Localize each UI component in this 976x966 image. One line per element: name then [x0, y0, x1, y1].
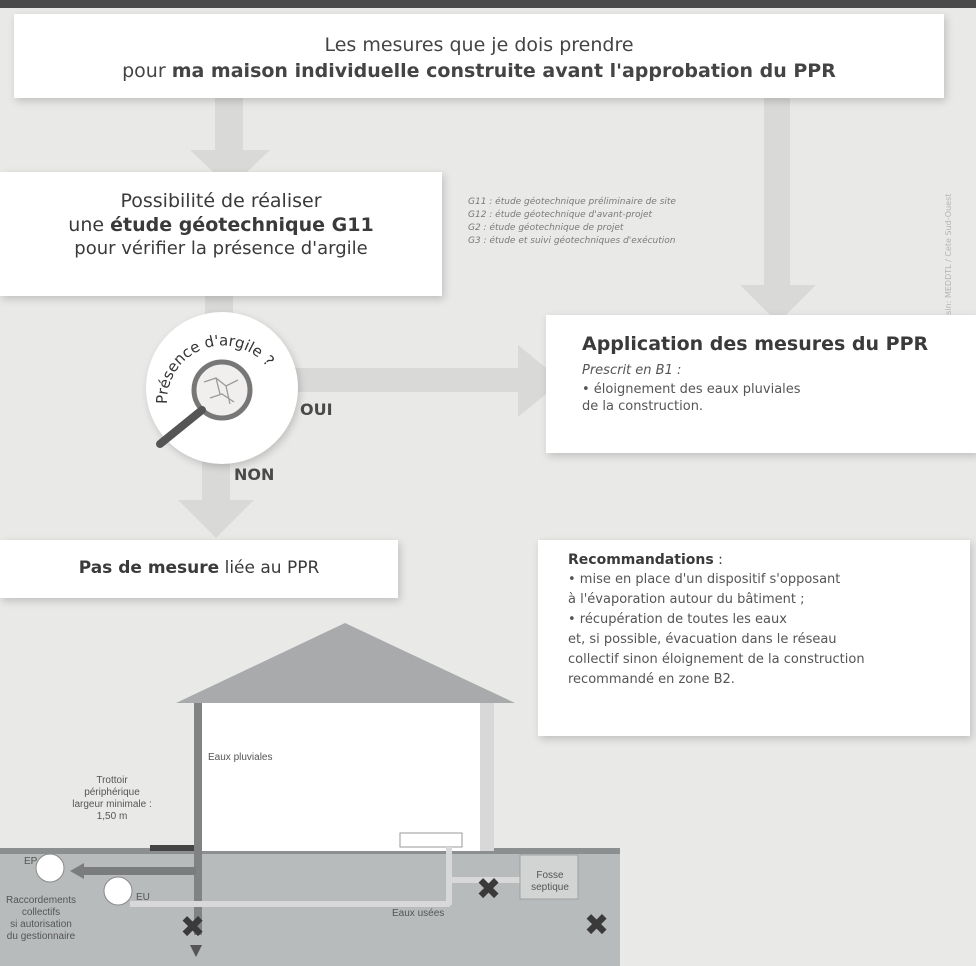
- g-legend-line: G2 : étude géotechnique de projet: [468, 223, 624, 233]
- top-box-line2-bold: ma maison individuelle construite avant …: [171, 60, 836, 82]
- application-bullet-cont: de la construction.: [582, 399, 704, 414]
- arrow-head-oui: [518, 345, 562, 417]
- etude-line2-prefix: une: [68, 214, 111, 236]
- etude-box: Possibilité de réaliser une étude géotec…: [0, 172, 442, 296]
- application-title: Application des mesures du PPR: [582, 333, 929, 355]
- house-wall-right: [480, 703, 494, 851]
- reco-line: recommandé en zone B2.: [568, 672, 735, 687]
- etude-line1: Possibilité de réaliser: [120, 190, 322, 212]
- reco-line: et, si possible, évacuation dans le rése…: [568, 632, 837, 647]
- reco-line: à l'évaporation autour du bâtiment ;: [568, 592, 805, 607]
- raccordements-line: collectifs: [21, 907, 61, 918]
- g-legend-line: G3 : étude et suivi géotechniques d'exéc…: [468, 236, 676, 246]
- downpipe: [194, 703, 202, 935]
- fosse-label: Fosse septique: [522, 870, 578, 894]
- arrow-head-top-to-etude: [190, 150, 270, 188]
- etude-line2: une étude géotechnique G11: [0, 214, 442, 236]
- reco-line: collectif sinon éloignement de la constr…: [568, 652, 865, 667]
- top-box-line2: pour ma maison individuelle construite a…: [14, 60, 944, 82]
- top-box-line2-prefix: pour: [122, 60, 172, 82]
- eu-label: EU: [136, 892, 150, 903]
- cross-icon: ✖: [476, 872, 501, 907]
- reco-title-line: Recommandations :: [568, 552, 970, 568]
- raccordements-line: Raccordements: [5, 895, 77, 906]
- trottoir-line: Trottoir: [96, 775, 128, 786]
- house-wall: [200, 703, 494, 851]
- eaux-pluviales-label: Eaux pluviales: [208, 752, 273, 763]
- reco-line: • mise en place d'un dispositif s'opposa…: [568, 572, 841, 587]
- g-legend-line: G12 : étude géotechnique d'avant-projet: [468, 210, 653, 220]
- raccordements-label: Raccordements collectifs si autorisation…: [0, 895, 82, 943]
- reco-title-suffix: :: [713, 552, 723, 568]
- sidewalk: [150, 845, 205, 851]
- trottoir-label: Trottoir périphérique largeur minimale :…: [64, 775, 160, 823]
- arrow-head-non: [178, 500, 254, 538]
- bathtub: [399, 832, 463, 848]
- arrow-question-to-application: [290, 368, 530, 392]
- to-fosse-pipe: [450, 877, 522, 883]
- g-legend: G11 : étude géotechnique préliminaire de…: [468, 196, 676, 248]
- reco-line: • récupération de toutes les eaux: [568, 612, 787, 627]
- ep-pipe: [84, 867, 196, 875]
- recommandations-box: Recommandations : • mise en place d'un d…: [538, 540, 970, 736]
- fosse-line: Fosse: [536, 870, 564, 881]
- eaux-usees-pipe: [130, 901, 450, 907]
- pas-de-mesure-rest: liée au PPR: [219, 558, 320, 578]
- cross-icon: ✖: [180, 910, 205, 945]
- top-box: Les mesures que je dois prendre pour ma …: [14, 14, 944, 98]
- top-box-line1: Les mesures que je dois prendre: [324, 34, 634, 56]
- pas-de-mesure-bold: Pas de mesure: [78, 558, 220, 578]
- down-arrow-icon: [190, 945, 202, 957]
- arrow-head-top-to-application: [740, 285, 816, 323]
- eaux-usees-label: Eaux usées: [392, 908, 445, 919]
- trottoir-line: 1,50 m: [96, 811, 128, 822]
- ep-label: EP: [24, 856, 38, 867]
- pas-de-mesure-box: Pas de mesure liée au PPR: [0, 540, 398, 598]
- trottoir-line: périphérique: [84, 787, 140, 798]
- fosse-septique: [519, 854, 579, 900]
- side-credit: Dessin: MEDDTL / Cete Sud-Ouest: [944, 193, 953, 330]
- application-subtitle: Prescrit en B1 :: [582, 363, 682, 378]
- raccordements-line: du gestionnaire: [6, 931, 76, 942]
- arrow-top-to-application: [764, 98, 790, 298]
- eu-manhole: [103, 876, 133, 906]
- eaux-usees-riser: [446, 847, 452, 905]
- fosse-line: septique: [531, 882, 569, 893]
- g-legend-line: G11 : étude géotechnique préliminaire de…: [468, 197, 676, 207]
- reco-title: Recommandations: [568, 552, 714, 568]
- pas-de-mesure-text: Pas de mesure liée au PPR: [0, 558, 398, 578]
- ep-arrow: [70, 863, 84, 879]
- top-bar: [0, 0, 976, 8]
- ep-manhole: [35, 853, 65, 883]
- clay-cracks: [203, 377, 239, 405]
- non-label: NON: [234, 465, 275, 484]
- house-roof: [176, 623, 515, 703]
- magnifier-handle: [156, 406, 206, 448]
- oui-label: OUI: [300, 400, 333, 419]
- trottoir-line: largeur minimale :: [72, 799, 152, 810]
- etude-line3: pour vérifier la présence d'argile: [74, 238, 368, 259]
- application-box: Application des mesures du PPR Prescrit …: [546, 315, 976, 453]
- cross-icon: ✖: [584, 908, 609, 943]
- house-illustration: ✖ ✖ ✖: [0, 623, 620, 966]
- magnifier-lens: [191, 359, 253, 421]
- question-circle-art: Présence d'argile ?: [153, 331, 278, 448]
- raccordements-line: si autorisation: [10, 919, 72, 930]
- etude-line2-bold: étude géotechnique G11: [110, 214, 374, 236]
- application-bullet: • éloignement des eaux pluviales: [582, 382, 801, 397]
